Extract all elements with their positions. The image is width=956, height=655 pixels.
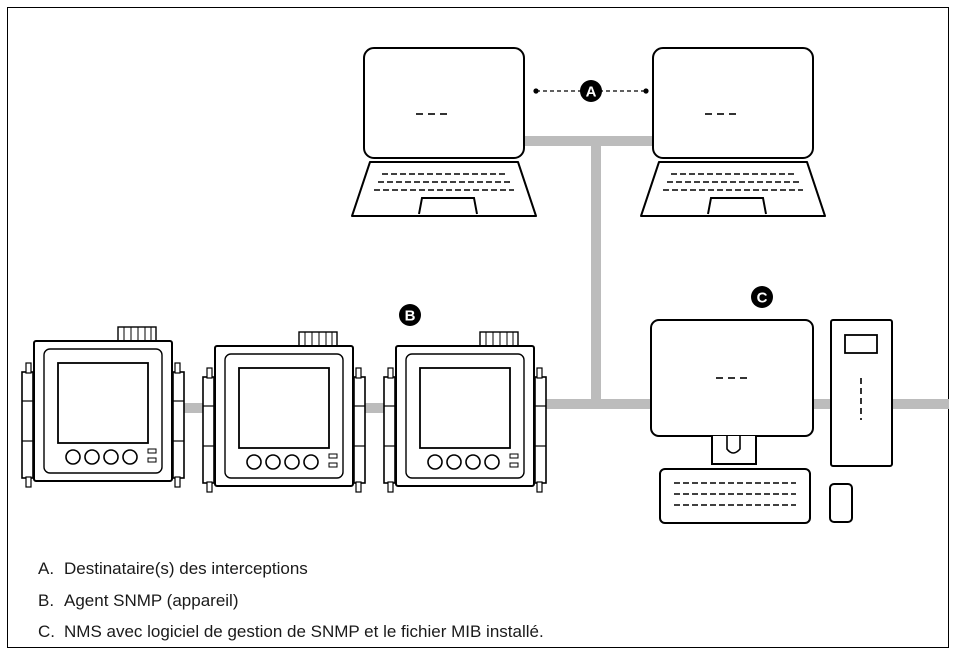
nms-desktop <box>650 319 893 524</box>
legend-text: NMS avec logiciel de gestion de SNMP et … <box>64 622 544 641</box>
laptop-left <box>351 47 537 217</box>
power-meter-2 <box>202 331 366 493</box>
legend-item-b: B. Agent SNMP (appareil) <box>38 591 239 611</box>
legend-text: Destinataire(s) des interceptions <box>64 559 308 578</box>
callout-b: B <box>399 304 421 326</box>
power-meter-1 <box>21 326 185 488</box>
legend-letter: C. <box>38 622 55 641</box>
callout-c-label: C <box>757 290 768 307</box>
laptop-right <box>640 47 826 217</box>
callout-b-label: B <box>405 308 416 325</box>
legend-letter: B. <box>38 591 55 610</box>
callout-a-label: A <box>586 84 597 101</box>
trap-link <box>533 88 649 94</box>
nms-mouse <box>829 483 853 523</box>
legend-item-a: A. Destinataire(s) des interceptions <box>38 559 308 579</box>
legend-letter: A. <box>38 559 55 578</box>
callout-a: A <box>580 80 602 102</box>
power-meter-3 <box>383 331 547 493</box>
nms-keyboard <box>659 468 811 524</box>
callout-c: C <box>751 286 773 308</box>
legend-text: Agent SNMP (appareil) <box>64 591 239 610</box>
legend-item-c: C. NMS avec logiciel de gestion de SNMP e… <box>38 622 544 642</box>
